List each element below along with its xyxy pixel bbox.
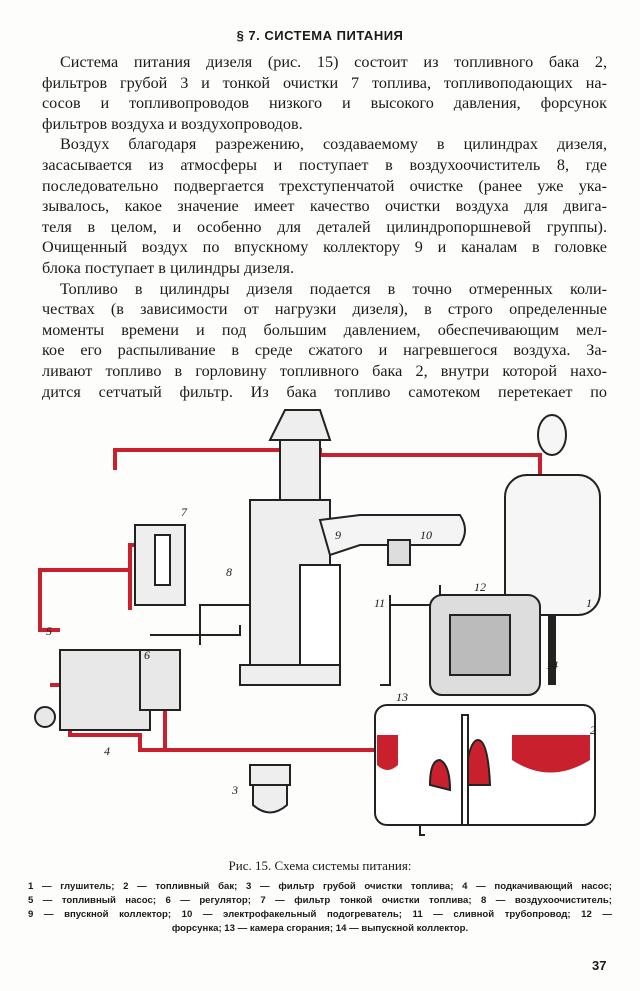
fuel-tank-2 bbox=[374, 704, 596, 826]
label-1: 1 bbox=[586, 596, 592, 610]
label-5: 5 bbox=[46, 624, 52, 638]
text-line: ливают топливо в горловину топливного ба… bbox=[42, 361, 607, 380]
label-6: 6 bbox=[144, 648, 150, 662]
text-line: Система питания дизеля (рис. 15) состоит… bbox=[60, 53, 607, 71]
text-line: Воздух благодаря разрежению, создаваемом… bbox=[60, 135, 607, 154]
text-line: засасывается из атмосферы и поступает в … bbox=[42, 155, 607, 174]
section-title: § 7. СИСТЕМА ПИТАНИЯ bbox=[236, 28, 404, 43]
label-4: 4 bbox=[104, 744, 110, 758]
legend-line: 9 — впускной коллектор; 10 — электрофаке… bbox=[28, 909, 612, 920]
label-2: 2 bbox=[590, 723, 596, 737]
paragraph-2: Воздух благодаря разрежению, создаваемом… bbox=[42, 134, 607, 278]
text-line: зывалось, какое значение имеет качество … bbox=[42, 197, 607, 216]
text-line: кое его распыливание в среде сжатого и н… bbox=[42, 341, 607, 360]
label-14: 14 bbox=[546, 658, 558, 672]
label-7: 7 bbox=[181, 505, 187, 519]
label-11: 11 bbox=[374, 596, 386, 610]
paragraph-3: Топливо в цилиндры дизеля подается в точ… bbox=[42, 279, 607, 403]
muffler-1 bbox=[504, 414, 601, 685]
text-line: дится сетчатый фильтр. Из бака топливо с… bbox=[42, 382, 607, 401]
engine-head-12-13-14 bbox=[429, 594, 541, 696]
legend-line: 5 — топливный насос; 6 — регулятор; 7 — … bbox=[28, 895, 612, 906]
fuel-pump-5-6-4 bbox=[34, 649, 181, 731]
text-line: фильтров грубой 3 и тонкой очистки 7 топ… bbox=[42, 73, 607, 92]
label-3: 3 bbox=[232, 783, 238, 797]
label-10: 10 bbox=[420, 528, 432, 542]
paragraph-1: Система питания дизеля (рис. 15) состоит… bbox=[42, 52, 607, 134]
coarse-filter-3 bbox=[249, 764, 291, 814]
text-line: фильтров воздуха и воздухопроводов. bbox=[42, 114, 303, 133]
text-line: сосов и топливопроводов низкого и высоко… bbox=[42, 94, 607, 113]
fine-filter-7 bbox=[134, 524, 186, 606]
air-cleaner-8 bbox=[239, 409, 341, 686]
text-line: Очищенный воздух по впускному коллектору… bbox=[42, 238, 607, 257]
label-13: 13 bbox=[396, 690, 408, 704]
text-line: Топливо в цилиндры дизеля подается в точ… bbox=[60, 279, 607, 298]
text-line: моменты времени и под большим давлением,… bbox=[42, 320, 607, 339]
text-line: последовательно подвергается трехступенч… bbox=[42, 176, 607, 195]
label-8: 8 bbox=[226, 565, 232, 579]
text-line: блока поступает в цилиндры дизеля. bbox=[42, 258, 295, 277]
legend-line: форсунка; 13 — камера сгорания; 14 — вып… bbox=[171, 923, 469, 934]
label-9: 9 bbox=[335, 528, 341, 542]
heater-10 bbox=[387, 539, 411, 566]
page-number: 37 bbox=[592, 958, 607, 973]
label-12: 12 bbox=[474, 580, 486, 594]
text-line: чествах (в зависимости от нагрузки дизел… bbox=[42, 300, 607, 319]
fuel-system-diagram bbox=[34, 409, 601, 836]
legend-line: 1 — глушитель; 2 — топливный бак; 3 — фи… bbox=[28, 881, 612, 892]
figure-caption: Рис. 15. Схема системы питания: bbox=[228, 858, 412, 873]
text-line: теля в целом, и особенно для деталей цил… bbox=[42, 217, 607, 236]
figure-legend: 1 — глушитель; 2 — топливный бак; 3 — фи… bbox=[28, 880, 612, 936]
body-text: Система питания дизеля (рис. 15) состоит… bbox=[42, 52, 607, 402]
